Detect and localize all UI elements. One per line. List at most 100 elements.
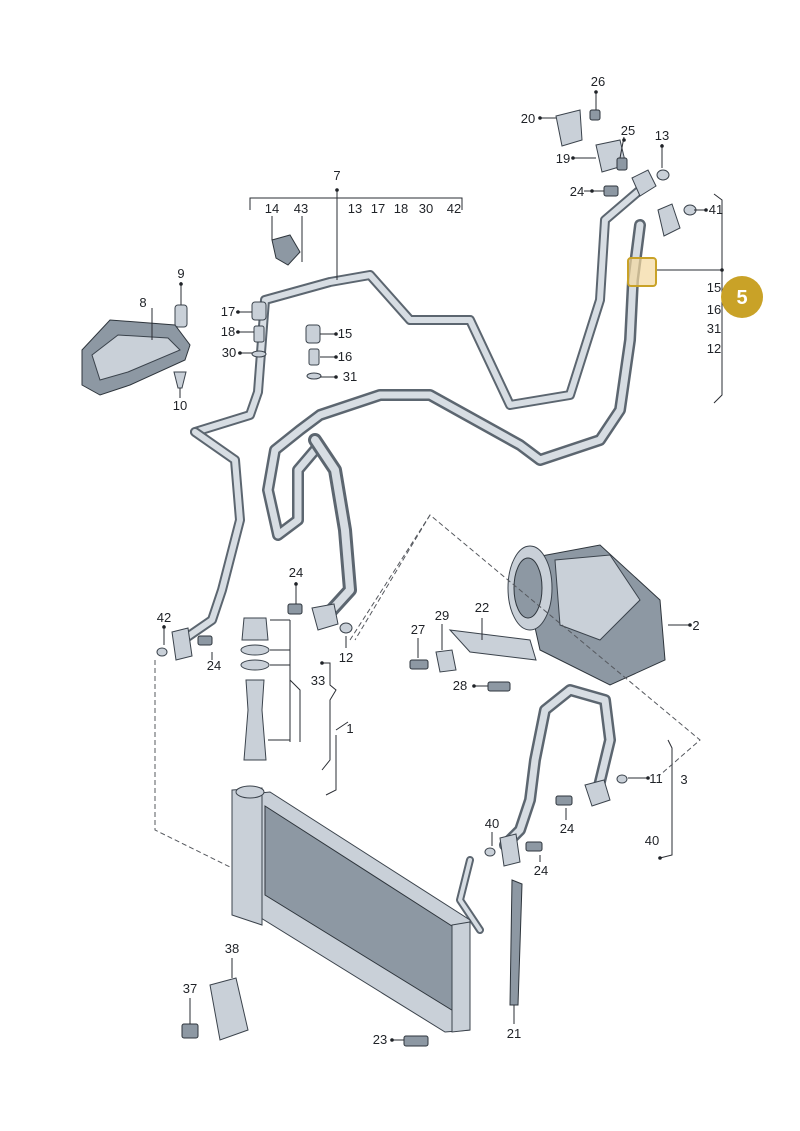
leader-dots xyxy=(162,90,724,1042)
screw-9-icon xyxy=(174,304,188,328)
line-3-inner xyxy=(501,686,614,849)
group-5-item: 15 xyxy=(707,280,721,295)
parts xyxy=(81,109,697,1047)
seal-40-icon xyxy=(484,847,496,857)
callout-badge-label: 5 xyxy=(736,287,747,309)
line-3-lower-inner xyxy=(458,858,482,932)
label-24: 24 xyxy=(289,565,303,580)
line-left-branch-outer xyxy=(178,427,245,645)
label-43: 43 xyxy=(294,201,308,216)
line-5-inner xyxy=(264,221,644,539)
label-16: 16 xyxy=(338,349,352,364)
bracket-20-icon xyxy=(555,109,583,147)
group-7-title: 7 xyxy=(333,168,340,183)
label-24: 24 xyxy=(570,184,584,199)
fitting-16-icon xyxy=(308,348,320,366)
fitting-15-icon xyxy=(305,324,321,344)
label-37: 37 xyxy=(183,981,197,996)
label-14: 14 xyxy=(265,201,279,216)
drier-33-icon xyxy=(243,679,267,761)
label-12: 12 xyxy=(339,650,353,665)
clip-10-icon xyxy=(173,371,187,389)
label-28: 28 xyxy=(453,678,467,693)
line-hose-loop-inner xyxy=(311,436,354,616)
label-24: 24 xyxy=(560,821,574,836)
label-17: 17 xyxy=(221,304,235,319)
oring-33b-icon xyxy=(240,659,270,671)
label-38: 38 xyxy=(225,941,239,956)
fitting-5-icon xyxy=(657,203,681,237)
callout-badge-circle xyxy=(721,276,763,318)
group-7-item: 13 xyxy=(348,201,362,216)
label-26: 26 xyxy=(591,74,605,89)
group-7-item: 18 xyxy=(394,201,408,216)
label-20: 20 xyxy=(521,111,535,126)
bracket-8-face xyxy=(91,334,181,381)
label-24: 24 xyxy=(207,658,221,673)
oring-33a-icon xyxy=(240,644,270,656)
bracket-38-icon xyxy=(209,977,249,1041)
valve-25-icon xyxy=(616,157,628,171)
callout-badge[interactable]: 5 xyxy=(721,276,763,318)
label-30: 30 xyxy=(222,345,236,360)
refrigerant-lines xyxy=(178,185,646,934)
label-42: 42 xyxy=(157,610,171,625)
seal-42-icon xyxy=(156,647,168,657)
label-19: 19 xyxy=(556,151,570,166)
label-13: 13 xyxy=(655,128,669,143)
bracket-22-icon xyxy=(448,629,537,661)
assembly-outline xyxy=(154,514,701,869)
bolt-24e-icon xyxy=(525,841,543,852)
part-labels: 26 20 25 13 19 24 41 14 43 9 8 17 18 30 … xyxy=(139,74,723,1047)
highlight-part-5[interactable] xyxy=(627,257,657,287)
condenser-1-icon xyxy=(231,785,471,1033)
fitting-top-icon xyxy=(631,169,657,197)
fitting-hose-icon xyxy=(311,603,339,631)
group-7-item: 17 xyxy=(371,201,385,216)
cap-33-icon xyxy=(241,617,269,641)
seal-31-icon xyxy=(306,372,322,380)
label-3: 3 xyxy=(680,772,687,787)
bolt-27-icon xyxy=(409,659,429,670)
compressor-2-icon xyxy=(507,544,666,686)
pressure-switch-14-icon xyxy=(271,234,301,266)
fitting-18-icon xyxy=(253,325,265,343)
fitting-42-icon xyxy=(171,627,193,661)
bolt-24b-icon xyxy=(287,603,303,615)
screw-24a-icon xyxy=(603,185,619,197)
clip-29-icon xyxy=(435,649,457,673)
nut-26-icon xyxy=(589,109,601,121)
bolt-24c-icon xyxy=(197,635,213,646)
label-11: 11 xyxy=(649,771,663,786)
label-21: 21 xyxy=(507,1026,521,1041)
bolt-28-icon xyxy=(487,681,511,692)
bolt-23-icon xyxy=(403,1035,429,1047)
seal-12-icon xyxy=(339,622,353,634)
seal-30-icon xyxy=(251,350,267,358)
seal-13-icon xyxy=(656,169,670,181)
label-2: 2 xyxy=(692,618,699,633)
bolt-24d-icon xyxy=(555,795,573,806)
label-31: 31 xyxy=(343,369,357,384)
group-5-item: 16 xyxy=(707,302,721,317)
label-9: 9 xyxy=(177,266,184,281)
label-40: 40 xyxy=(645,833,659,848)
label-29: 29 xyxy=(435,608,449,623)
label-18: 18 xyxy=(221,324,235,339)
line-7-inner xyxy=(192,187,643,435)
label-27: 27 xyxy=(411,622,425,637)
leader-lines xyxy=(151,92,723,1041)
label-1: 1 xyxy=(346,721,353,736)
group-7-item: 42 xyxy=(447,201,461,216)
group-5-item: 31 xyxy=(707,321,721,336)
label-24: 24 xyxy=(534,863,548,878)
group-7-item: 30 xyxy=(419,201,433,216)
fitting-11-icon xyxy=(584,779,611,807)
label-33: 33 xyxy=(311,673,325,688)
group-7: 7 13 17 18 30 42 xyxy=(333,168,461,216)
line-5-outer xyxy=(262,219,646,541)
label-8: 8 xyxy=(139,295,146,310)
fitting-40-icon xyxy=(499,833,521,867)
group-5-item: 12 xyxy=(707,341,721,356)
